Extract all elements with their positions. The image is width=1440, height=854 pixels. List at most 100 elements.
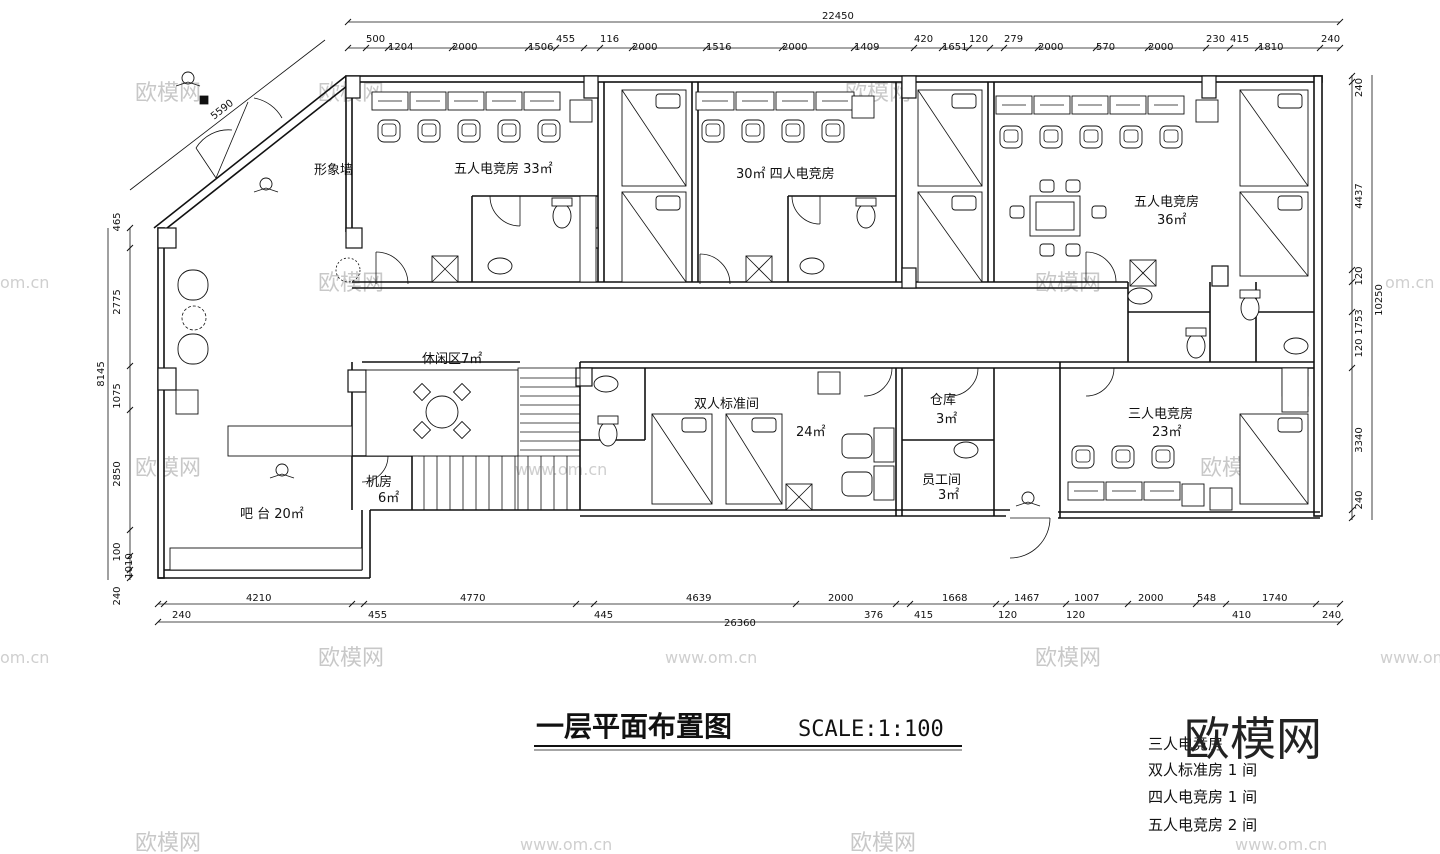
bunk-bed-diagonal [917,89,983,187]
toilet [552,203,572,229]
logo-watermark: 欧模网 [1184,712,1322,766]
dim-tick [154,618,162,626]
dim-tick [596,44,604,52]
room-label-five-36: 五人电竞房 [1134,194,1199,210]
bottom-small-dim: 240 [172,610,191,621]
staff-room-area: 3㎡ [938,488,959,503]
room3-chair-seat [1003,129,1019,143]
top-dim: 2000 [1038,42,1063,53]
plant [335,257,361,283]
bottom-dimension-labels: 4210 4770 4639 2000 1668 1467 1007 2000 … [172,593,1341,629]
staff-room-label: 员工间 [922,473,961,488]
top-dimension-labels: 22450 500 1204 2000 1506 455 116 2000 15… [366,11,1340,53]
room-label-five-33: 五人电竞房 33㎡ [454,161,553,177]
game-table [1029,195,1081,237]
dim-tick [938,44,946,52]
room2-chair-seat [705,123,721,137]
toilet-tank [1185,327,1207,337]
dim-tick [552,44,560,52]
dim-tick [992,600,1000,608]
person-figure-arms [1015,501,1041,507]
bunk-bed-diagonal [621,89,687,187]
top-dim: 1651 [942,42,967,53]
room2-chair-seat [745,123,761,137]
dim-tick [1092,44,1100,52]
dim-tick [1254,44,1262,52]
top-dim: 2000 [452,42,477,53]
dim-tick [154,600,162,608]
side-table [873,427,895,463]
watermark-site: www.om.cn [665,648,757,667]
dim-tick [1336,600,1344,608]
table-chair [1065,179,1081,193]
dim-tick [1062,600,1070,608]
room-area-three: 23㎡ [1152,425,1182,440]
dim-tick [906,600,914,608]
fridge [817,371,841,395]
toilet [1186,333,1206,359]
storage-label: 仓库 [930,392,956,408]
dim-tick [1000,44,1008,52]
dim-tick [986,44,994,52]
person-figure [1021,491,1035,505]
dim-tick [1336,18,1344,26]
drawing-title: 一层平面布置图 SCALE:1:100 [534,710,962,751]
dim-tick [448,44,456,52]
exterior-walls [153,75,1323,579]
top-dim: 570 [1096,42,1115,53]
top-dim: 116 [600,34,619,45]
bottom-dim: 1740 [1262,593,1287,604]
room2-chair [781,119,805,143]
right-dim: 4437 [1354,183,1365,208]
left-dim: 1010 [124,553,135,578]
dim-tick [126,244,134,252]
dim-tick [590,600,598,608]
room3-chair-seat [1043,129,1059,143]
right-dim: 240 [1354,78,1365,97]
bunk-bed-pillow [655,195,681,211]
right-dim: 240 [1354,490,1365,509]
left-dim: 240 [112,586,123,605]
dim-tick [160,600,168,608]
toilet [856,203,876,229]
dim-tick [850,44,858,52]
room4-chair [1151,445,1175,469]
dim-tick [1336,618,1344,626]
watermark-brand: 欧模网 [1035,646,1101,671]
top-dim: 2000 [632,42,657,53]
door-arc [791,195,821,225]
armchair [841,471,873,497]
room4-chair [1111,445,1135,469]
bunk-bed-pillow [751,417,777,433]
dim-tick [1348,278,1356,286]
room3-chair [999,125,1023,149]
dim-tick [1192,600,1200,608]
top-dim: 230 [1206,34,1225,45]
dim-tick [628,44,636,52]
watermark-brand: 欧模网 [318,271,384,296]
fridge [1195,99,1219,123]
bottom-dim: 2000 [1138,593,1163,604]
bottom-small-dim: 455 [368,610,387,621]
sink [799,257,825,275]
room4-chair-seat [1115,449,1131,463]
door-arc [1009,517,1051,559]
dim-tick [1316,44,1324,52]
dim-tick [702,44,710,52]
left-dimension-labels: 465 2775 1075 2850 100 1010 240 8145 559… [96,98,236,606]
top-total-dim: 22450 [822,11,854,22]
room-label-three: 三人电竞房 [1128,406,1193,422]
armchair [841,433,873,459]
dim-tick [580,44,588,52]
person-figure [259,177,273,191]
dim-tick [792,600,800,608]
watermark-brand: 欧模网 [1035,271,1101,296]
room-label-four-30: 30㎡ 四人电竞房 [736,166,835,182]
toilet [1240,295,1260,321]
room1-chair [417,119,441,143]
watermark-brand: 欧模网 [850,831,916,854]
table-chair [1039,243,1055,257]
top-dim: 2000 [1148,42,1173,53]
door-arc [863,367,893,397]
